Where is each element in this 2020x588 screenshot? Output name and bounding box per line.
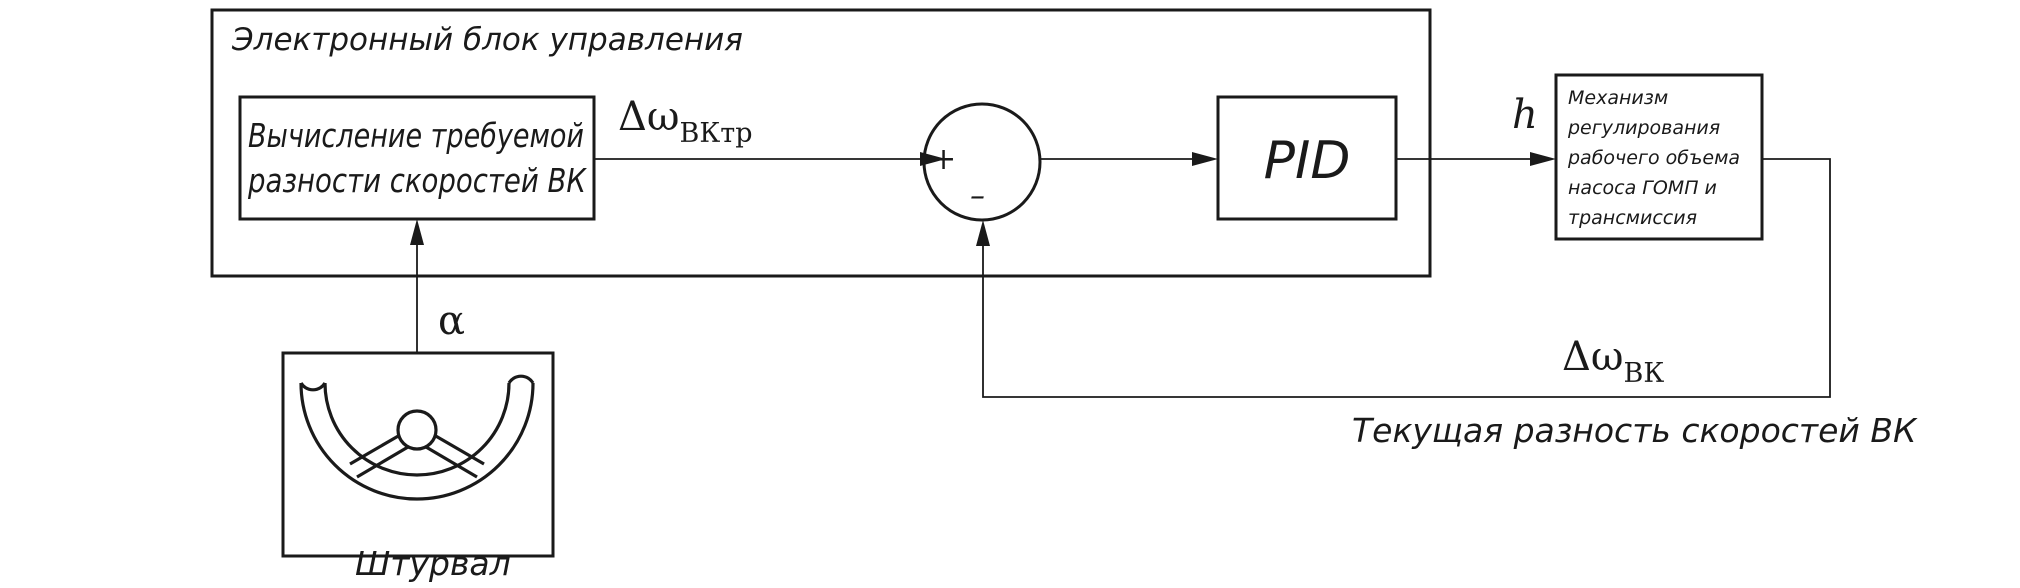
required-diff-arrowhead <box>920 152 946 166</box>
calc-block-line2: разности скоростей ВК <box>247 161 587 200</box>
wheel-angle-alpha: α <box>438 298 465 344</box>
steering-wheel-label: Штурвал <box>355 544 511 583</box>
mechanism-line3: рабочего объема <box>1567 147 1740 169</box>
summing-junction <box>922 102 1042 222</box>
mechanism-line4: насоса ГОМП и <box>1568 177 1717 199</box>
feedback-line <box>982 158 1831 398</box>
ecu-box <box>210 8 1432 278</box>
summing-minus: – <box>970 179 985 214</box>
mechanism-line2: регулирования <box>1567 117 1720 139</box>
pid-label: PID <box>1264 131 1351 191</box>
mechanism-line1: Механизм <box>1568 87 1668 109</box>
steering-wheel-icon <box>299 374 535 501</box>
current-diff-symbol: ΔωВК <box>1562 334 1664 389</box>
mechanism-block <box>1554 73 1764 241</box>
required-diff-symbol: ΔωВКтр <box>618 94 752 149</box>
wheel-to-calc-arrowhead <box>410 219 424 245</box>
pid-block <box>1216 95 1398 221</box>
mechanism-line5: трансмиссия <box>1568 207 1697 229</box>
control-signal-h: h <box>1512 92 1538 138</box>
junction-to-pid-arrowhead <box>1192 152 1218 166</box>
calc-block-line1: Вычисление требуемой <box>248 116 584 155</box>
ecu-title: Электронный блок управления <box>231 22 743 58</box>
pid-to-mechanism-arrowhead <box>1530 152 1556 166</box>
summing-plus: + <box>931 142 956 177</box>
feedback-arrowhead <box>976 220 990 246</box>
steering-wheel-box <box>281 351 555 558</box>
feedback-caption: Текущая разность скоростей ВК <box>1352 411 1918 450</box>
